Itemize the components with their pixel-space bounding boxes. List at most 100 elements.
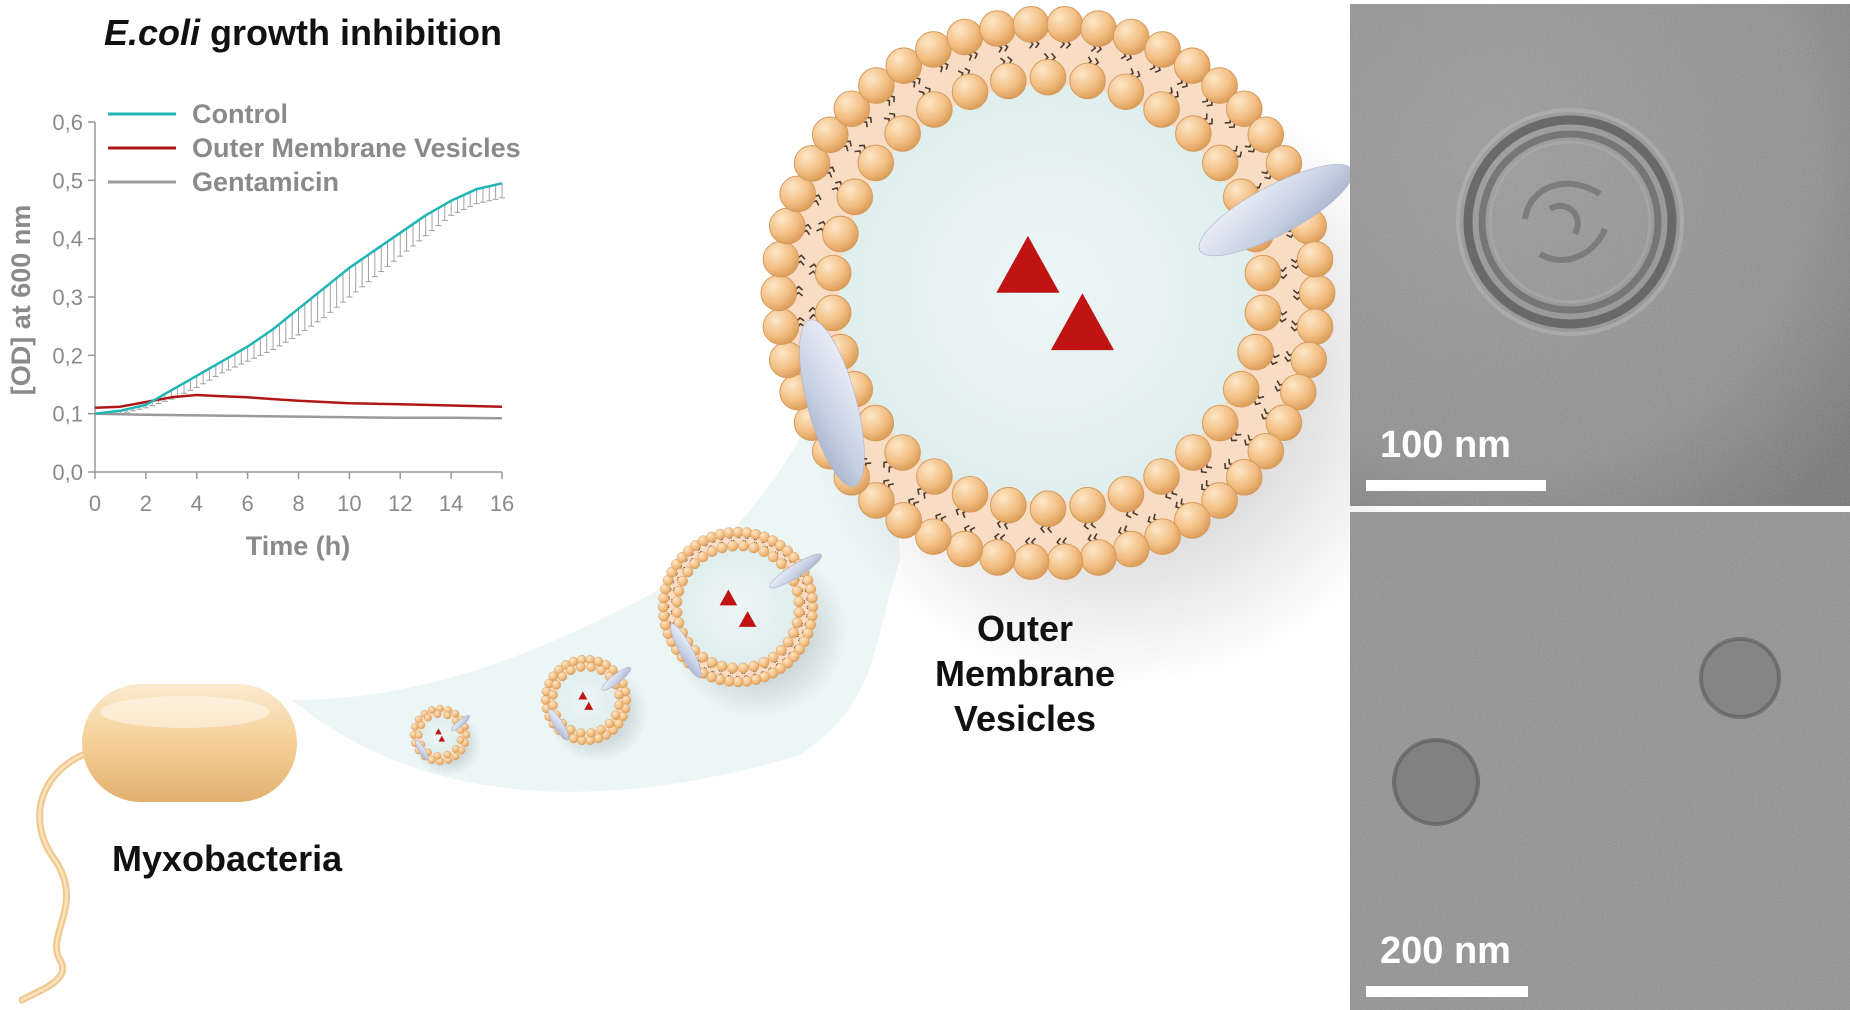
lipid-head <box>807 601 819 613</box>
lipid-head <box>443 750 452 759</box>
lipid-head <box>1144 31 1181 68</box>
lipid-head <box>1201 144 1239 182</box>
membrane-protein <box>548 708 570 741</box>
lipid-head <box>1222 370 1260 408</box>
lipid-head <box>557 671 568 682</box>
lipid-head <box>697 651 709 663</box>
legend-label: Gentamicin <box>192 167 339 197</box>
lipid-head <box>732 526 744 538</box>
series-line-outer-membrane-vesicles <box>94 393 503 410</box>
lipid-head <box>706 546 718 557</box>
series-lines <box>94 182 503 420</box>
lipid-head <box>568 656 579 667</box>
lipid-head <box>1296 308 1334 346</box>
lipid-head <box>1265 404 1303 441</box>
lipid-head <box>814 254 852 292</box>
scalebar-bottom <box>1366 986 1528 997</box>
lipid-head <box>1029 490 1067 528</box>
lipid-head <box>748 542 760 554</box>
lipid-head <box>671 559 682 570</box>
x-axis-label: Time (h) <box>246 531 351 561</box>
lipid-head <box>1069 62 1106 100</box>
lipid-head <box>806 610 818 622</box>
bacterium-shine <box>100 696 270 728</box>
lipid-head <box>671 606 683 618</box>
lipid-head <box>916 458 953 495</box>
lipid-head <box>791 585 803 597</box>
lipid-head <box>811 116 849 154</box>
lipid-head <box>793 145 831 182</box>
cargo-triangle <box>578 691 588 700</box>
x-tick-label: 6 <box>242 491 254 516</box>
lipid-head <box>596 665 606 676</box>
lipid-head <box>836 178 874 216</box>
page-title: E.coli growth inhibition <box>104 12 502 54</box>
lipid-head <box>451 745 460 753</box>
lipid-head <box>806 592 818 604</box>
x-tick-label: 16 <box>490 491 514 516</box>
vesicle-tiny <box>409 704 482 777</box>
lipid-head <box>782 657 794 669</box>
lipid-head <box>760 274 798 312</box>
lipid-head <box>1244 294 1282 332</box>
bacteria-label: Myxobacteria <box>112 838 343 879</box>
y-tick-label: 0,4 <box>52 227 83 252</box>
lipid-head <box>415 731 423 739</box>
vesicle-label-line-2: Membrane <box>934 653 1116 694</box>
lipid-head <box>411 723 419 731</box>
lipid-head <box>791 617 803 629</box>
lipid-head <box>858 67 895 104</box>
lipid-head <box>1143 91 1180 128</box>
lipid-head <box>456 736 465 744</box>
lipid-head <box>1237 333 1274 371</box>
lipid-head <box>915 518 952 555</box>
lipid-head <box>750 674 762 686</box>
micrograph-bottom: 200 nm <box>1350 512 1850 1010</box>
membrane-protein <box>799 319 865 487</box>
lipid-head <box>857 144 895 182</box>
legend-label: Outer Membrane Vesicles <box>192 133 521 163</box>
lipid-head <box>593 656 604 667</box>
cargo-triangle <box>1050 293 1115 351</box>
lipid-head <box>1247 116 1285 154</box>
micrograph-vesicle-double-ring <box>1456 108 1684 336</box>
series-line-gentamicin <box>94 412 503 420</box>
lipid-head <box>586 662 596 672</box>
lipid-head <box>1280 373 1317 411</box>
vesicle-medium <box>657 526 848 718</box>
lipid-head <box>576 662 586 672</box>
lipid-head <box>788 551 800 563</box>
lipid-head <box>1080 10 1117 47</box>
lipid-head <box>737 540 749 552</box>
lipid-head <box>673 585 685 597</box>
lipid-head <box>548 700 558 710</box>
lipid-head <box>782 636 794 648</box>
lipid-head <box>1143 458 1180 495</box>
lipid-head <box>814 294 852 332</box>
lipid-head <box>767 651 779 663</box>
lipid-head <box>762 240 800 278</box>
lipid-head <box>979 10 1016 47</box>
lipid-head <box>1046 6 1084 43</box>
lipid-head <box>946 18 984 56</box>
lipid-head <box>727 540 739 552</box>
y-axis-ticks: 0,00,10,20,30,40,50,6 <box>52 110 95 485</box>
lipid-head <box>990 486 1027 524</box>
lipid-head <box>428 706 436 714</box>
micrograph-top: 100 nm <box>1350 4 1850 506</box>
lipid-head <box>884 434 921 471</box>
bacterium-flagellum <box>18 748 94 1004</box>
lipid-head <box>659 619 671 631</box>
lipid-head <box>793 606 805 618</box>
vesicle-lumen <box>420 715 460 755</box>
lipid-head <box>979 539 1016 576</box>
y-tick-label: 0,2 <box>52 343 83 368</box>
lipid-head <box>716 542 728 554</box>
lipid-head <box>805 583 817 595</box>
lipid-head <box>586 728 596 738</box>
lipid-head <box>1175 115 1212 152</box>
lipid-head <box>451 709 460 718</box>
lipid-head <box>915 31 952 68</box>
membrane-protein <box>451 715 470 732</box>
